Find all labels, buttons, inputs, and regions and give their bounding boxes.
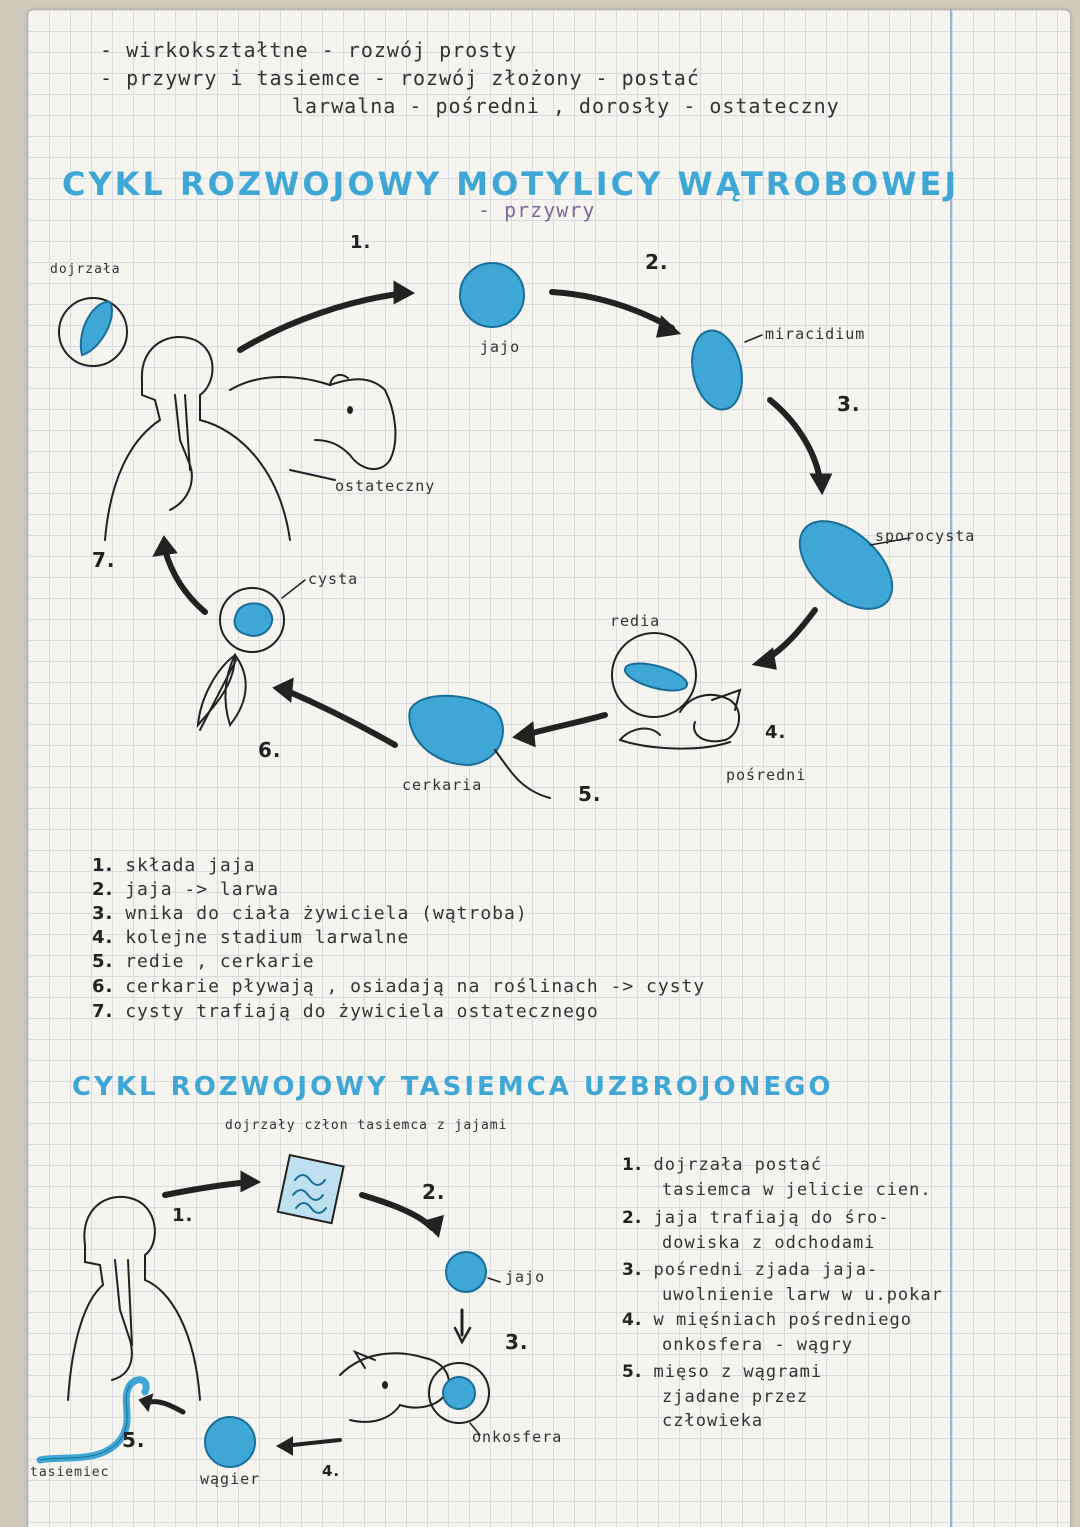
label-miracidium: miracidium	[765, 325, 866, 343]
tape-step-1: 1.	[172, 1205, 194, 1226]
label-tape-egg: jajo	[505, 1268, 546, 1286]
pig-icon	[339, 1349, 450, 1423]
intro-line-2: - przywry i tasiemce - rozwój złożony - …	[100, 66, 700, 90]
tape-note-4-cont: onkosfera - wągry	[662, 1335, 853, 1355]
tape-note-2-cont: dowiska z odchodami	[662, 1233, 876, 1253]
tape-step-5: 5.	[122, 1428, 146, 1452]
mature-fluke-icon	[58, 297, 128, 367]
fluke-note-5: 5. redie , cerkarie	[92, 951, 315, 972]
human-silhouette-2-icon	[67, 1195, 201, 1401]
fluke-note-7: 7. cysty trafiają do żywiciela ostateczn…	[92, 1001, 599, 1022]
tape-note-5-cont2: człowieka	[662, 1411, 764, 1431]
tape-step-4: 4.	[322, 1462, 341, 1480]
label-definitive-host: ostateczny	[335, 477, 436, 495]
fluke-note-1: 1. składa jaja	[92, 855, 256, 876]
tape-note-3-cont: uwolnienie larw w u.pokar	[662, 1285, 943, 1305]
fluke-note-3: 3. wnika do ciała żywiciela (wątroba)	[92, 903, 528, 924]
tape-note-5: 5. mięso z wągrami	[622, 1362, 823, 1382]
cow-icon	[229, 373, 397, 481]
step-7: 7.	[92, 548, 116, 572]
label-cyst: cysta	[308, 570, 359, 588]
label-sporocyst: sporocysta	[875, 527, 976, 545]
tape-note-1: 1. dojrzała postać	[622, 1155, 823, 1175]
fluke-subtitle: - przywry	[478, 198, 596, 222]
label-tapeworm: tasiemiec	[30, 1465, 110, 1480]
tape-note-3: 3. pośredni zjada jaja-	[622, 1260, 879, 1280]
step-2: 2.	[645, 250, 669, 274]
tape-note-1-cont: tasiemca w jelicie cien.	[662, 1180, 932, 1200]
fluke-note-6: 6. cerkarie pływają , osiadają na roślin…	[92, 976, 706, 997]
intro-line-1: - wirkokształtne - rozwój prosty	[100, 38, 518, 62]
tapeworm-title: CYKL ROZWOJOWY TASIEMCA UZBROJONEGO	[72, 1072, 834, 1102]
intro-line-3: larwalna - pośredni , dorosły - ostatecz…	[292, 94, 840, 118]
notebook-page	[28, 10, 1070, 1527]
proglottid-icon	[276, 1153, 345, 1225]
step-6: 6.	[258, 738, 282, 762]
label-mature: dojrzała	[50, 262, 121, 277]
human-silhouette-icon	[104, 335, 291, 541]
label-egg: jajo	[480, 338, 521, 356]
fluke-title: CYKL ROZWOJOWY MOTYLICY WĄTROBOWEJ	[62, 165, 960, 203]
step-4: 4.	[765, 722, 787, 743]
step-3: 3.	[837, 392, 861, 416]
tape-step-2: 2.	[422, 1180, 446, 1204]
label-intermediate-host: pośredni	[726, 766, 807, 784]
margin-line	[950, 10, 952, 1527]
label-proglottid: dojrzały człon tasiemca z jajami	[225, 1118, 508, 1133]
step-5: 5.	[578, 782, 602, 806]
tape-note-2: 2. jaja trafiają do śro-	[622, 1208, 890, 1228]
label-oncosphere: onkosfera	[472, 1428, 563, 1446]
step-1: 1.	[350, 232, 372, 253]
label-cercaria: cerkaria	[402, 776, 483, 794]
tape-note-4: 4. w mięśniach pośredniego	[622, 1310, 912, 1330]
label-cysticercus: wągier	[200, 1470, 261, 1488]
tape-note-5-cont: zjadane przez	[662, 1387, 809, 1407]
snail-icon	[611, 632, 742, 750]
label-redia: redia	[610, 612, 661, 630]
fluke-note-2: 2. jaja -> larwa	[92, 879, 280, 900]
leaf-icon	[196, 652, 247, 731]
fluke-note-4: 4. kolejne stadium larwalne	[92, 927, 410, 948]
tape-step-3: 3.	[505, 1330, 529, 1354]
